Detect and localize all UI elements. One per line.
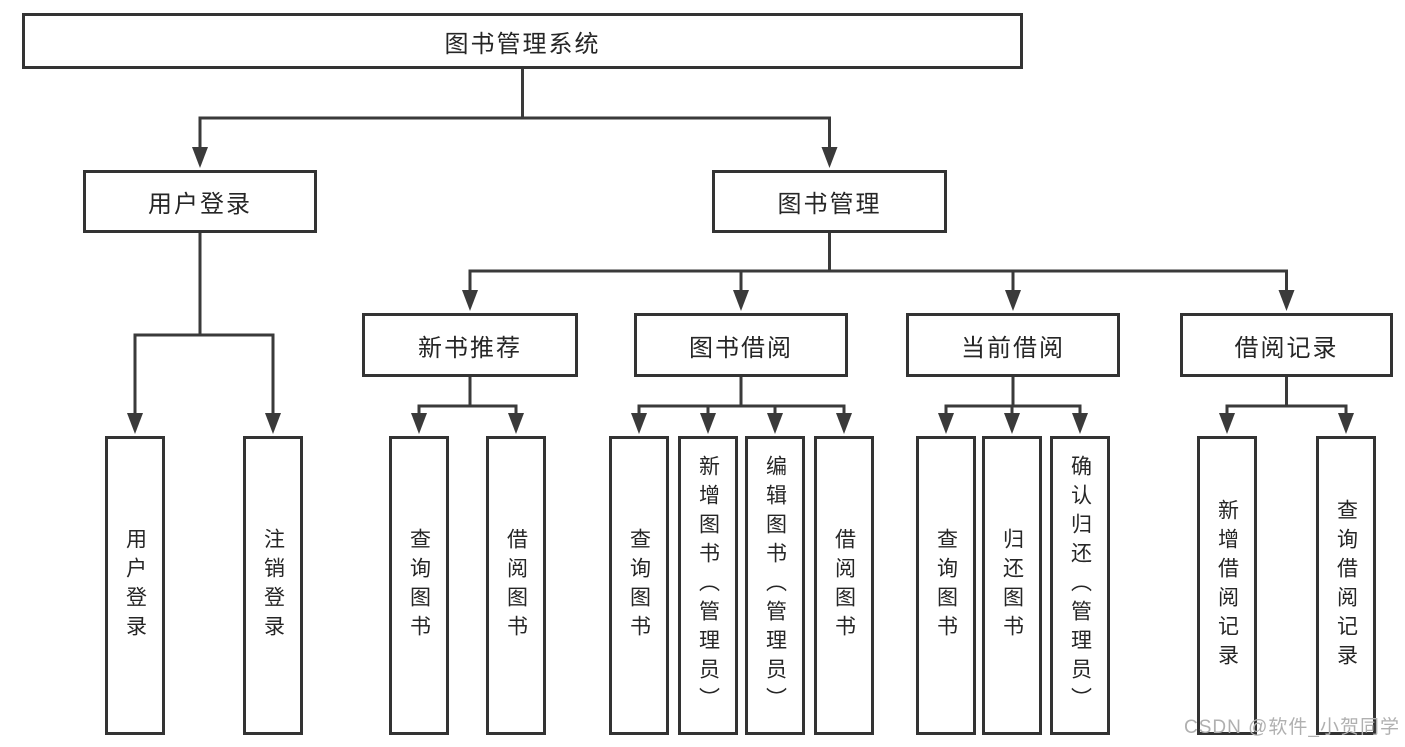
arrowhead-bb-borrow-book bbox=[836, 413, 852, 434]
node-label: 查询图书 bbox=[627, 527, 651, 644]
node-label: 图书管理 bbox=[777, 191, 882, 218]
node-br-add-record: 新增借阅记录 bbox=[1197, 436, 1257, 735]
connector-user-login bbox=[133, 231, 275, 422]
connector-book-mgmt bbox=[468, 231, 1288, 299]
node-label: 查询借阅记录 bbox=[1334, 498, 1358, 673]
node-label: 借阅图书 bbox=[832, 527, 856, 644]
arrowhead-nbr-borrow-book bbox=[508, 413, 524, 434]
node-new-book-rec: 新书推荐 bbox=[362, 313, 578, 377]
node-label: 用户登录 bbox=[123, 527, 147, 644]
arrowhead-cb-query-book bbox=[938, 413, 954, 434]
node-cb-confirm-return: 确认归还（管理员） bbox=[1050, 436, 1110, 735]
arrowhead-br-query-record bbox=[1338, 413, 1354, 434]
arrowhead-bb-add-book bbox=[700, 413, 716, 434]
node-bb-query-book: 查询图书 bbox=[609, 436, 669, 735]
node-label: 查询图书 bbox=[407, 527, 431, 644]
node-cb-return-book: 归还图书 bbox=[982, 436, 1042, 735]
node-label: 归还图书 bbox=[1000, 527, 1024, 644]
arrowhead-new-book-rec bbox=[462, 290, 478, 311]
node-label: 用户登录 bbox=[148, 191, 252, 218]
arrowhead-br-add-record bbox=[1219, 413, 1235, 434]
arrowhead-cb-confirm-return bbox=[1072, 413, 1088, 434]
node-label: 借阅记录 bbox=[1234, 334, 1339, 362]
node-bb-edit-book: 编辑图书（管理员） bbox=[745, 436, 805, 735]
node-root: 图书管理系统 bbox=[22, 13, 1023, 69]
connector-book-borrow bbox=[637, 375, 846, 422]
node-label: 确认归还（管理员） bbox=[1068, 455, 1092, 716]
connector-borrow-records bbox=[1225, 375, 1348, 422]
arrowhead-nbr-query-book bbox=[411, 413, 427, 434]
node-label: 新书推荐 bbox=[418, 334, 522, 362]
arrowhead-bb-query-book bbox=[631, 413, 647, 434]
node-ul-logout: 注销登录 bbox=[243, 436, 303, 735]
arrowhead-book-borrow bbox=[733, 290, 749, 311]
node-label: 查询图书 bbox=[934, 527, 958, 644]
arrowhead-user-login bbox=[192, 147, 208, 168]
arrowhead-cb-return-book bbox=[1004, 413, 1020, 434]
connector-new-book-rec bbox=[417, 375, 518, 422]
node-label: 注销登录 bbox=[261, 527, 285, 644]
arrowhead-ul-logout bbox=[265, 413, 281, 434]
node-ul-login: 用户登录 bbox=[105, 436, 165, 735]
node-nbr-query-book: 查询图书 bbox=[389, 436, 449, 735]
node-bb-borrow-book: 借阅图书 bbox=[814, 436, 874, 735]
node-nbr-borrow-book: 借阅图书 bbox=[486, 436, 546, 735]
arrowhead-ul-login bbox=[127, 413, 143, 434]
arrowhead-borrow-records bbox=[1278, 290, 1295, 311]
node-label: 借阅图书 bbox=[504, 527, 528, 644]
arrowhead-book-mgmt bbox=[821, 147, 838, 168]
connector-root bbox=[198, 67, 831, 156]
node-label: 图书管理系统 bbox=[444, 30, 601, 58]
node-label: 图书借阅 bbox=[689, 334, 793, 362]
node-user-login: 用户登录 bbox=[83, 170, 317, 233]
node-br-query-record: 查询借阅记录 bbox=[1316, 436, 1376, 735]
node-label: 当前借阅 bbox=[961, 334, 1065, 362]
node-cb-query-book: 查询图书 bbox=[916, 436, 976, 735]
node-borrow-records: 借阅记录 bbox=[1180, 313, 1393, 377]
node-label: 编辑图书（管理员） bbox=[763, 455, 787, 716]
node-label: 新增图书（管理员） bbox=[696, 455, 720, 716]
arrowhead-current-borrow bbox=[1005, 290, 1021, 311]
node-book-mgmt: 图书管理 bbox=[712, 170, 947, 233]
node-bb-add-book: 新增图书（管理员） bbox=[678, 436, 738, 735]
node-label: 新增借阅记录 bbox=[1215, 498, 1239, 673]
node-book-borrow: 图书借阅 bbox=[634, 313, 848, 377]
node-current-borrow: 当前借阅 bbox=[906, 313, 1120, 377]
arrowhead-bb-edit-book bbox=[767, 413, 783, 434]
